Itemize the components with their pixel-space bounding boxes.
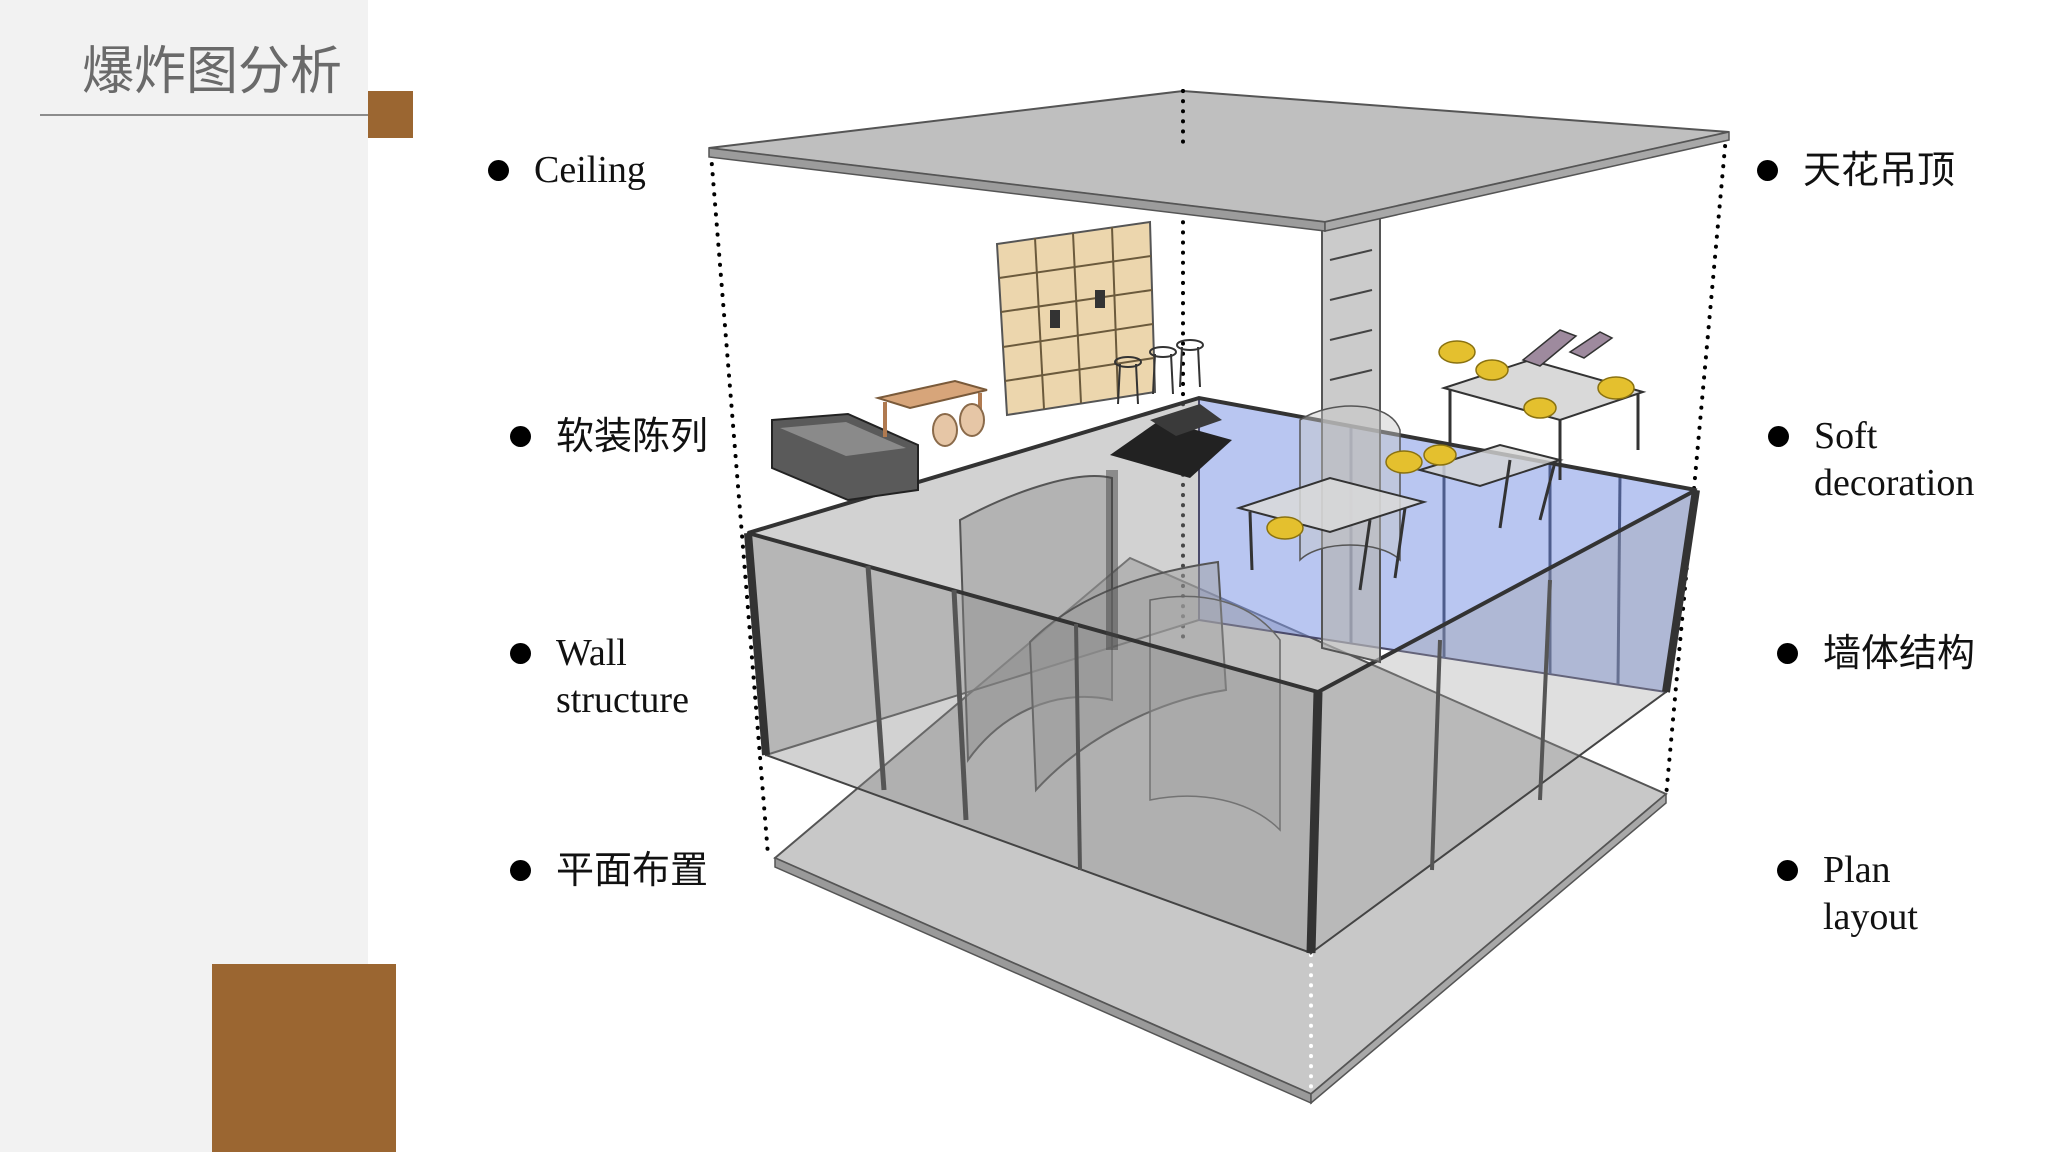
black-dot-icon [1768,426,1789,447]
label-ceiling: Ceiling [488,147,646,194]
reception-desk [1106,404,1232,650]
label-wall-structure-cn-text: 墙体结构 [1823,631,1976,675]
title-underline [40,114,368,116]
chairs [1266,340,1635,540]
accent-square-small [368,91,413,138]
black-dot-icon [510,426,531,447]
accent-block-large [212,964,396,1152]
label-soft-decoration-cn: 软装陈列 [510,413,708,460]
label-wall-structure-cn: 墙体结构 [1777,630,1975,677]
left-side-panel [0,0,368,1152]
label-soft-decoration-line2: decoration [1814,462,1975,504]
label-wall-structure: Wall structure [510,630,689,724]
tea-table [874,379,988,447]
label-ceiling-cn: 天花吊顶 [1757,147,1955,194]
label-plan-layout: Plan layout [1777,847,1918,941]
furniture [771,220,1647,650]
label-soft-decoration-cn-text: 软装陈列 [556,414,709,458]
label-soft-decoration: Soft decoration [1768,413,1974,507]
label-wall-structure-line2: structure [556,679,689,721]
black-dot-icon [1777,860,1798,881]
sofa [771,412,919,502]
label-ceiling-text: Ceiling [534,149,646,191]
label-plan-layout-cn-text: 平面布置 [556,848,709,892]
label-plan-layout-line2: layout [1823,896,1918,938]
label-ceiling-cn-text: 天花吊顶 [1803,148,1956,192]
black-dot-icon [1777,643,1798,664]
page-title: 爆炸图分析 [82,42,343,102]
bookshelf [995,220,1157,417]
label-soft-decoration-line1: Soft [1814,415,1878,457]
ceiling-plane [708,89,1730,232]
label-plan-layout-line1: Plan [1823,849,1891,891]
label-wall-structure-line1: Wall [556,632,627,674]
black-dot-icon [1757,160,1778,181]
floor-plane [773,556,1668,1105]
black-dot-icon [510,860,531,881]
black-dot-icon [488,160,509,181]
black-dot-icon [510,643,531,664]
bar-stools [1114,339,1204,405]
label-plan-layout-cn: 平面布置 [510,847,708,894]
